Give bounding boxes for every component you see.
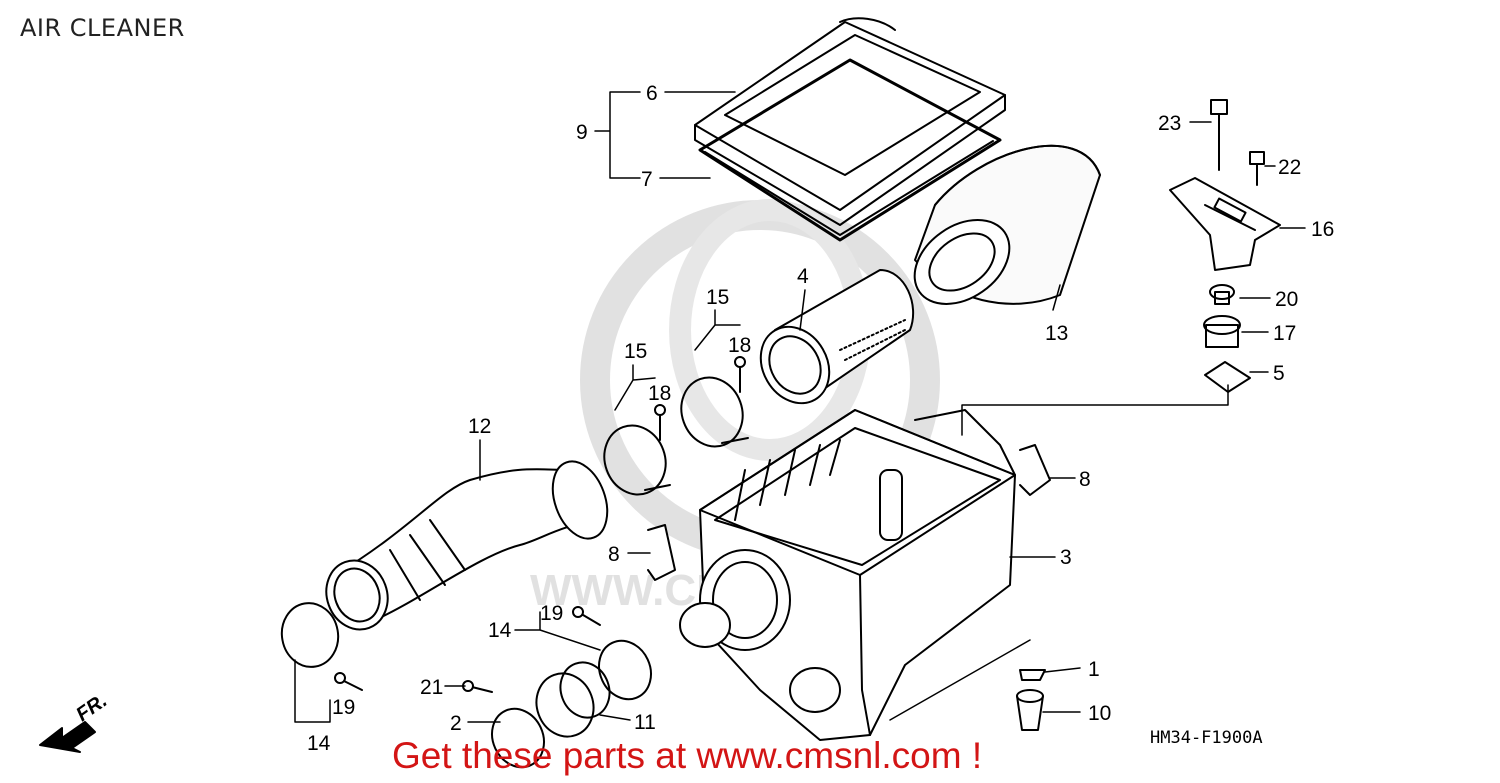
screw-18a: [654, 404, 666, 441]
intake-duct: [325, 460, 609, 631]
screw-19b: [334, 672, 363, 691]
air-cleaner-case: [679, 409, 1016, 741]
callout-8-left: 8: [608, 543, 620, 566]
callout-18-lower: 18: [648, 382, 671, 405]
callout-14-lower: 14: [307, 732, 331, 755]
connecting-tube: [759, 269, 915, 405]
bolt-23: [1210, 99, 1228, 171]
screw-19a: [572, 606, 601, 626]
callout-1: 1: [1088, 658, 1100, 681]
callout-labels: 6 9 7 23 22 16 4 15 15 18 18 13 20 17 5 …: [307, 82, 1334, 755]
front-marker-label: FR.: [72, 690, 111, 727]
screw-18b: [734, 356, 746, 393]
hose-clamp-d: [598, 639, 652, 701]
screw-21: [462, 680, 493, 693]
callout-16: 16: [1311, 218, 1334, 241]
callout-7: 7: [641, 168, 653, 191]
callout-23: 23: [1158, 112, 1181, 135]
hose-clamp-e: [491, 707, 545, 769]
leader-lines: [294, 91, 1306, 723]
clip-8b: [647, 524, 676, 581]
callout-15-lower: 15: [624, 340, 647, 363]
callout-22: 22: [1278, 156, 1301, 179]
callout-8-right: 8: [1079, 468, 1091, 491]
grommet-17: [1203, 315, 1241, 348]
hose-clamp-b: [680, 376, 749, 448]
clip-8a: [1019, 444, 1051, 496]
bolt-22: [1249, 151, 1265, 186]
promo-link[interactable]: Get these parts at www.cmsnl.com !: [392, 735, 983, 776]
hose-clamp-c: [280, 602, 340, 668]
mount-bracket: [1169, 177, 1281, 271]
callout-11: 11: [634, 711, 656, 734]
callout-3: 3: [1060, 546, 1072, 569]
nut-5: [1204, 361, 1251, 393]
callout-9: 9: [576, 121, 588, 144]
drain-cap-10: [1016, 689, 1044, 731]
callout-13: 13: [1045, 322, 1068, 345]
callout-5: 5: [1273, 362, 1285, 385]
callout-19-lower: 19: [332, 696, 355, 719]
hose-clamp-a: [603, 424, 671, 496]
callout-15-upper: 15: [706, 286, 729, 309]
filter-element: [913, 144, 1101, 305]
callout-12: 12: [468, 415, 491, 438]
callout-18-upper: 18: [728, 334, 751, 357]
drain-plug-1: [1019, 669, 1046, 681]
callout-21: 21: [420, 676, 443, 699]
collar-20: [1209, 284, 1235, 305]
callout-17: 17: [1273, 322, 1296, 345]
callout-4: 4: [797, 265, 809, 288]
cover-assembly: [694, 17, 1006, 242]
front-direction-arrow: [39, 721, 96, 753]
callout-10: 10: [1088, 702, 1111, 725]
callout-20: 20: [1275, 288, 1298, 311]
callout-2: 2: [450, 712, 462, 735]
callout-14-upper: 14: [488, 619, 512, 642]
callout-6: 6: [646, 82, 658, 105]
diagram-title: AIR CLEANER: [20, 14, 185, 42]
rubber-boot: [535, 661, 611, 738]
diagram-code: HM34-F1900A: [1150, 728, 1263, 748]
callout-19-upper: 19: [540, 602, 563, 625]
